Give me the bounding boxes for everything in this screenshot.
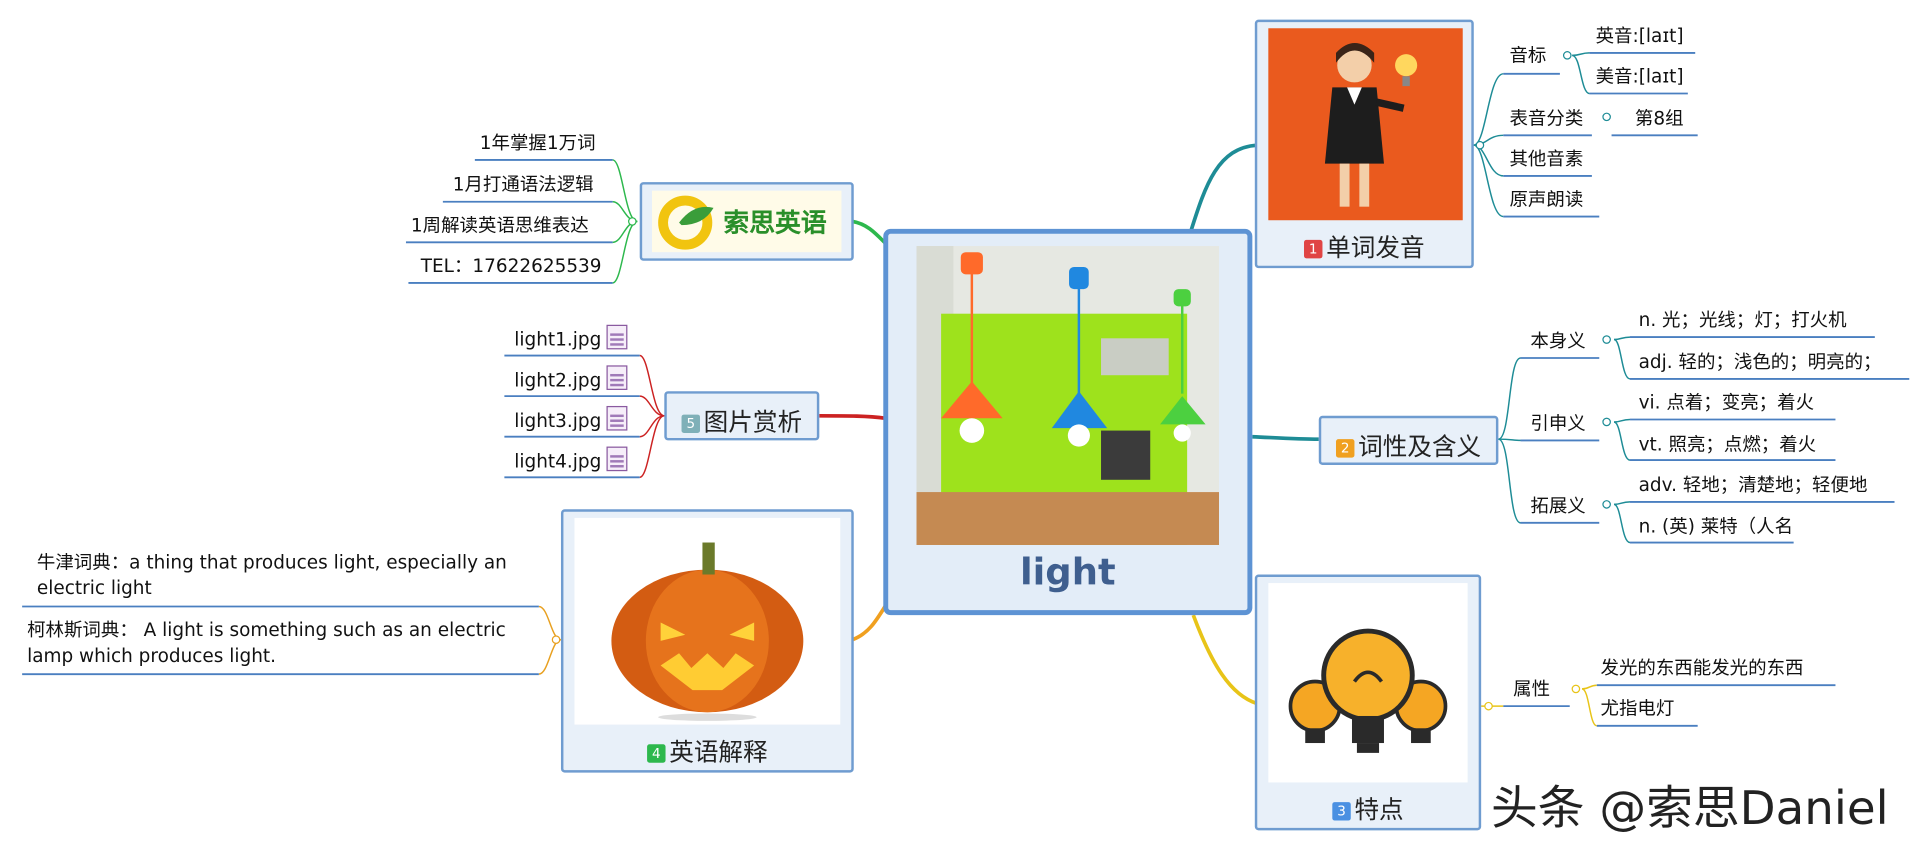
meaning-noun[interactable]: n. 光；光线；灯；打火机 <box>1638 308 1847 331</box>
image-file-icon <box>606 405 628 431</box>
phonetic-label[interactable]: 音标 <box>1509 44 1547 67</box>
brand-phone[interactable]: TEL：17622625539 <box>420 254 602 277</box>
file-name: light2.jpg <box>514 369 602 392</box>
meaning-expanded[interactable]: 拓展义 <box>1530 494 1586 517</box>
brand-logo-icon <box>658 195 714 250</box>
branch-number-badge: 2 <box>1335 439 1355 458</box>
image-file-icon <box>606 446 628 472</box>
bulbs-image <box>1268 583 1468 783</box>
meaning-vi[interactable]: vi. 点着；变亮；着火 <box>1638 391 1815 414</box>
image-file-icon <box>606 324 628 350</box>
brand-slogan-2[interactable]: 1月打通语法逻辑 <box>452 173 594 196</box>
meaning-adj[interactable]: adj. 轻的；浅色的；明亮的； <box>1638 350 1882 373</box>
us-phonetic[interactable]: 美音:[laɪt] <box>1595 65 1684 88</box>
sound-group[interactable]: 第8组 <box>1634 107 1684 130</box>
picture-link-3[interactable]: light3.jpg <box>514 405 628 433</box>
brand-name: 索思英语 <box>723 207 827 238</box>
sound-category[interactable]: 表音分类 <box>1509 107 1584 130</box>
file-name: light3.jpg <box>514 409 602 432</box>
branch-number-badge: 5 <box>681 414 700 434</box>
original-reading[interactable]: 原声朗读 <box>1509 188 1584 211</box>
feature-attribute[interactable]: 属性 <box>1513 677 1551 700</box>
brand-slogan-3[interactable]: 1周解读英语思维表达 <box>410 214 589 237</box>
brand-slogan-1[interactable]: 1年掌握1万词 <box>479 131 596 154</box>
meaning-literal[interactable]: 本身义 <box>1530 329 1586 352</box>
feature-desc-1[interactable]: 发光的东西能发光的东西 <box>1600 656 1804 680</box>
teacher-image <box>1268 28 1463 221</box>
picture-link-2[interactable]: light2.jpg <box>514 365 628 392</box>
branch-title: 词性及含义 <box>1358 431 1482 462</box>
central-image <box>916 246 1220 545</box>
meaning-extended[interactable]: 引申义 <box>1530 412 1586 435</box>
feature-desc-2[interactable]: 尤指电灯 <box>1600 697 1675 720</box>
picture-link-1[interactable]: light1.jpg <box>514 324 628 352</box>
branch-title: 特点 <box>1354 794 1404 825</box>
branch-number-badge: 1 <box>1304 239 1323 259</box>
oxford-definition[interactable]: 牛津词典：a thing that produces light, especi… <box>36 551 507 600</box>
pumpkin-image <box>574 517 841 725</box>
file-name: light4.jpg <box>514 450 602 473</box>
uk-phonetic[interactable]: 英音:[laɪt] <box>1595 24 1684 47</box>
central-title: light <box>1019 551 1116 595</box>
brand-logo: 索思英语 <box>652 190 842 253</box>
image-file-icon <box>606 365 628 390</box>
meaning-name[interactable]: n. (英) 莱特（人名 <box>1638 515 1794 538</box>
branch-number-badge: 3 <box>1332 802 1351 821</box>
watermark: 头条 @索思Daniel <box>1491 781 1889 836</box>
picture-link-4[interactable]: light4.jpg <box>514 446 628 474</box>
branch-title: 英语解释 <box>669 736 768 767</box>
branch-title: 单词发音 <box>1326 232 1425 263</box>
branch-title: 图片赏析 <box>703 407 803 437</box>
file-name: light1.jpg <box>514 328 602 351</box>
collins-definition[interactable]: 柯林斯词典： A light is something such as an e… <box>27 618 506 667</box>
other-phonemes[interactable]: 其他音素 <box>1509 147 1584 170</box>
meaning-adv[interactable]: adv. 轻地；清楚地；轻便地 <box>1638 473 1868 496</box>
branch-number-badge: 4 <box>647 744 666 763</box>
meaning-vt[interactable]: vt. 照亮；点燃；着火 <box>1638 433 1817 456</box>
